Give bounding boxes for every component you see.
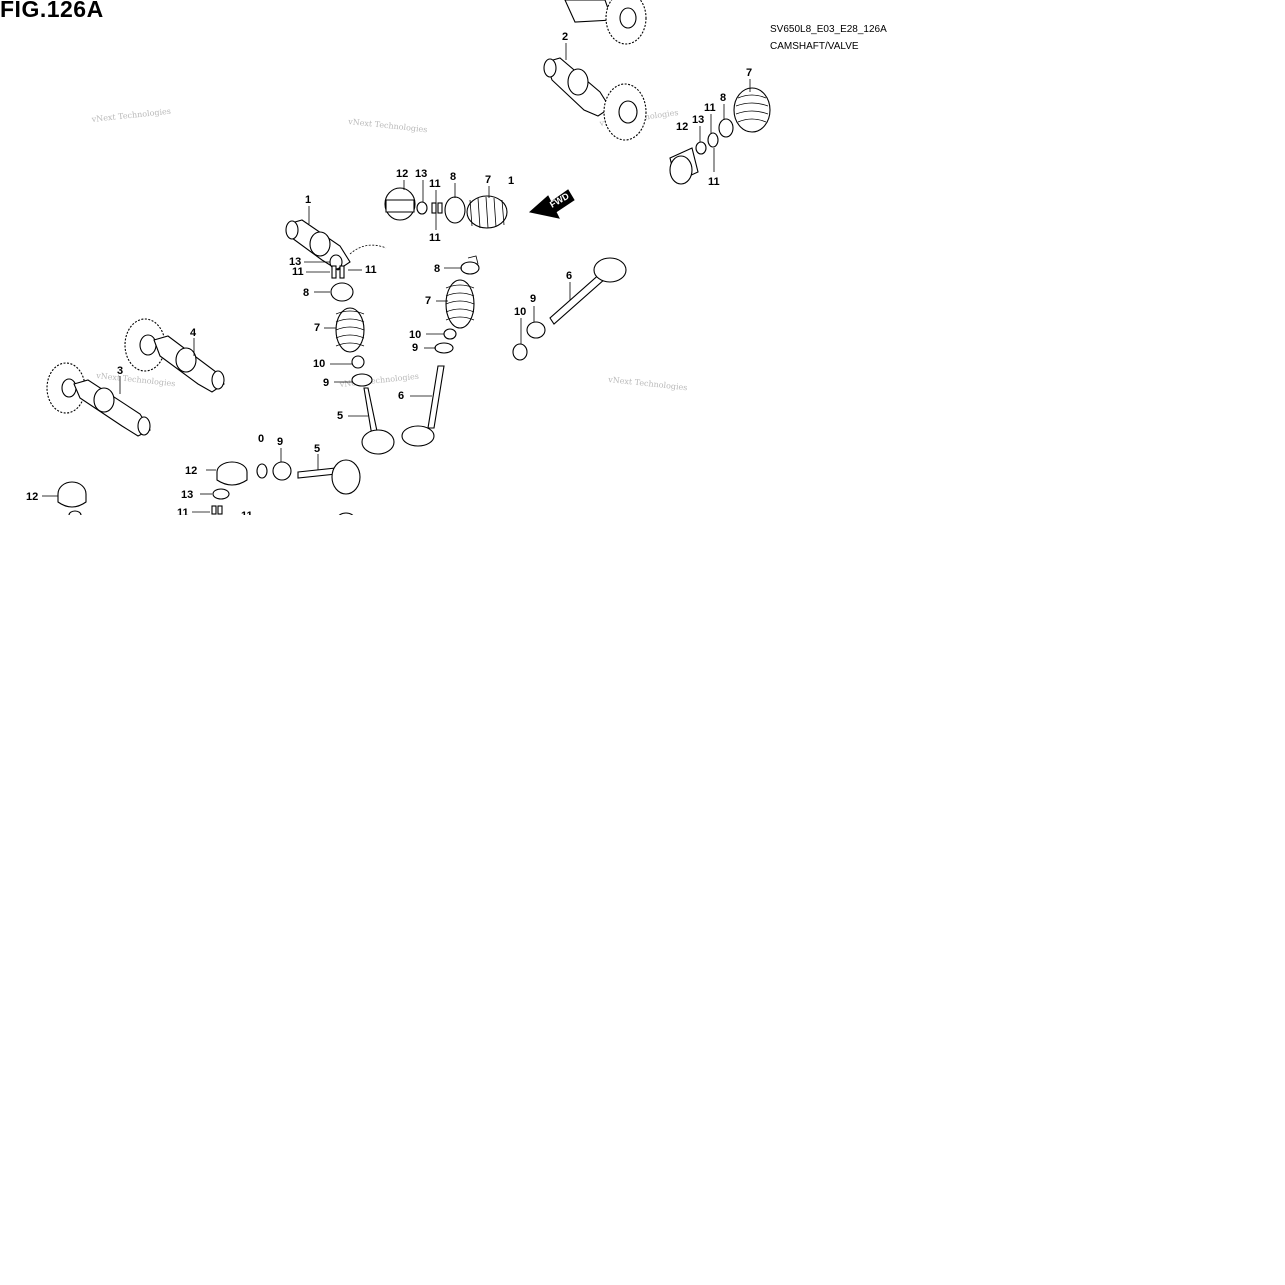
valve-group-left (304, 254, 395, 455)
callout-number: 7 (485, 174, 491, 186)
watermark-text: vNext Technologies (347, 117, 428, 134)
callout-number: 11 (429, 232, 441, 244)
callout-number: 3 (117, 365, 123, 377)
valve-group-right (512, 257, 627, 361)
callout-number: 10 (409, 329, 421, 341)
figure-title: FIG.126A (0, 0, 104, 22)
camshaft-gear-top (564, 0, 647, 45)
callout-number: 13 (181, 489, 193, 501)
callout-number: 11 (429, 178, 441, 190)
callout-number: 2 (562, 31, 568, 43)
watermark-text: vNext Technologies (338, 372, 419, 389)
callout-number: 13 (692, 114, 704, 126)
callout-number: 1 (508, 175, 514, 187)
callout-number: 10 (313, 358, 325, 370)
callout-number: 12 (185, 465, 197, 477)
callout-number: 9 (323, 377, 329, 389)
callout-number: 0 (258, 433, 264, 445)
callout-number: 11 (704, 102, 716, 114)
callout-number: 7 (425, 295, 431, 307)
callout-number: 5 (314, 443, 320, 455)
forward-direction-arrow: FWD (528, 189, 575, 219)
callout-number: 8 (434, 263, 440, 275)
callout-number: 11 (292, 266, 304, 278)
callout-number: 1 (305, 194, 311, 206)
callout-labels: 2 7 8 11 13 12 11 12 13 11 8 7 1 11 1 13… (26, 31, 752, 520)
callout-number: 8 (450, 171, 456, 183)
callout-number: 13 (289, 256, 301, 268)
callout-number: 9 (277, 436, 283, 448)
valve-group-middle-upper (384, 180, 508, 230)
callout-number: 11 (241, 510, 253, 520)
callout-number: 9 (530, 293, 536, 305)
camshaft-exhaust-rear (543, 43, 647, 141)
exploded-parts-diagram: vNext Technologies vNext Technologies vN… (26, 0, 771, 520)
watermark-text: vNext Technologies (90, 107, 171, 124)
callout-number: 6 (398, 390, 404, 402)
callout-number: 12 (676, 121, 688, 133)
callout-number: 8 (720, 92, 726, 104)
callout-number: 9 (412, 342, 418, 354)
callout-number: 8 (303, 287, 309, 299)
callout-number: 12 (26, 491, 38, 503)
callout-number: 12 (396, 168, 408, 180)
camshaft-intake-rear (124, 318, 225, 393)
valve-group-top-right (669, 79, 771, 185)
callout-number: 10 (514, 306, 526, 318)
callout-number: 13 (415, 168, 427, 180)
figure-reference-code: SV650L8_E03_E28_126A (770, 24, 887, 35)
callout-number: 11 (365, 264, 377, 276)
callout-number: 6 (566, 270, 572, 282)
watermark-text: vNext Technologies (607, 375, 688, 392)
callout-number: 5 (337, 410, 343, 422)
watermark-text: vNext Technologies (95, 371, 176, 388)
camshaft-exhaust-front (46, 362, 151, 437)
figure-section-name: CAMSHAFT/VALVE (770, 41, 859, 52)
callout-number: 4 (190, 327, 197, 339)
callout-number: 11 (177, 507, 189, 519)
callout-number: 7 (314, 322, 320, 334)
valve-group-lower (42, 448, 361, 515)
valve-group-center (401, 255, 480, 447)
callout-number: 11 (708, 176, 720, 188)
callout-number: 7 (746, 67, 752, 79)
